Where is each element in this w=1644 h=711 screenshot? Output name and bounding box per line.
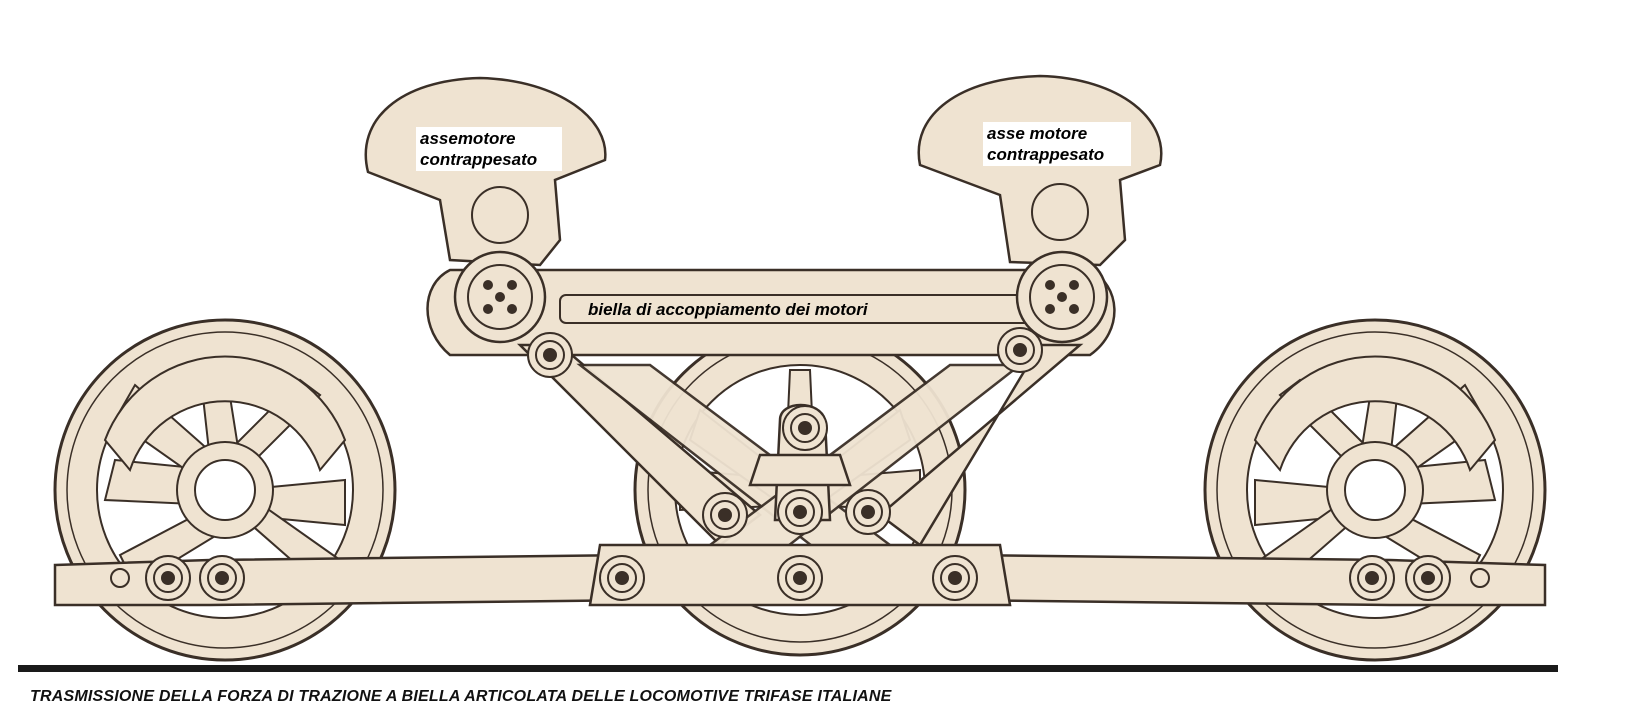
right-wheel-counterweight <box>1253 355 1497 473</box>
right-driving-wheel <box>1203 318 1547 662</box>
lower-rods <box>53 403 1547 607</box>
left-motor-crank <box>453 250 547 344</box>
left-wheel-counterweight <box>103 355 347 473</box>
right-connecting-rod <box>948 553 1547 607</box>
left-counterweight-label: assemotore contrappesato <box>416 127 562 171</box>
right-motor-crank <box>1015 250 1109 344</box>
right-counterweight-label: asse motore contrappesato <box>983 122 1131 166</box>
left-motor-counterweight <box>364 76 607 267</box>
rail-line <box>18 665 1558 672</box>
right-motor-counterweight <box>917 74 1163 267</box>
left-connecting-rod <box>53 553 652 607</box>
coupling-rod-label: biella di accoppiamento dei motori <box>588 300 868 319</box>
left-driving-wheel <box>53 318 397 662</box>
figure-caption: TRASMISSIONE DELLA FORZA DI TRAZIONE A B… <box>30 688 892 705</box>
